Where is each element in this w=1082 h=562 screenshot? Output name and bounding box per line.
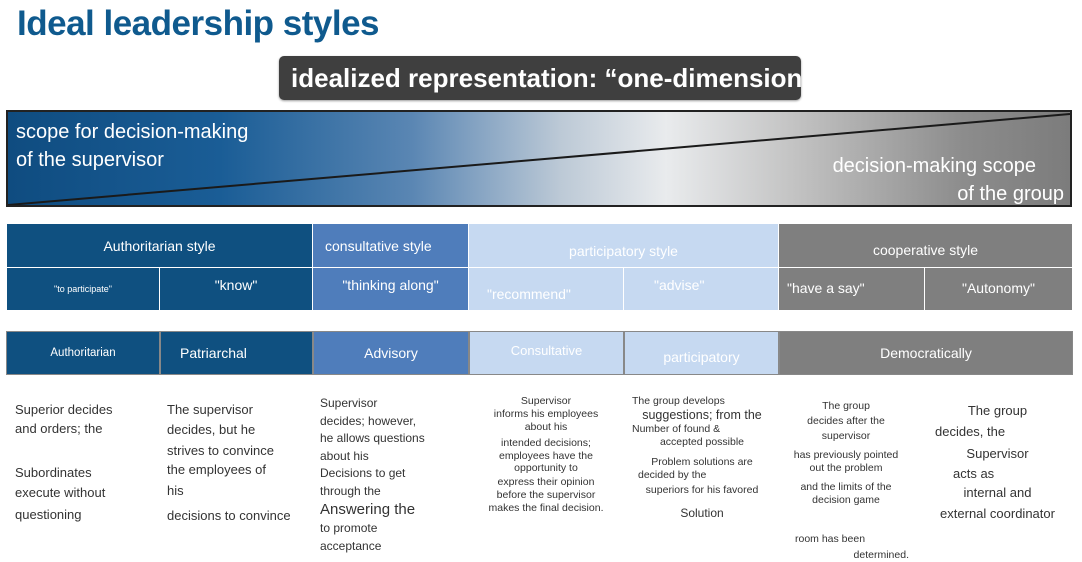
- desc-line: he allows questions: [320, 431, 425, 445]
- quote-have-a-say: "have a say": [779, 268, 924, 310]
- desc-line: has previously pointed: [793, 449, 899, 461]
- desc-line: acceptance: [320, 538, 382, 553]
- desc-line: Solution: [680, 506, 724, 520]
- desc-word: decision.: [562, 502, 604, 514]
- desc-line: employees have the: [499, 450, 593, 462]
- desc-democratic-left: The group decides after the supervisor h…: [783, 400, 909, 562]
- desc-line: superiors for his favored: [645, 484, 759, 496]
- desc-line: supervisor: [821, 430, 871, 442]
- desc-line: decides, the: [935, 424, 1006, 439]
- desc-line: about his: [524, 421, 568, 433]
- desc-participatory: The group develops suggestions; from the…: [632, 395, 772, 520]
- desc-democratic-right: The group decides, the Supervisor acts a…: [935, 401, 1060, 523]
- type-participatory: participatory: [624, 331, 779, 375]
- style-cooperative: cooperative style: [779, 224, 1072, 267]
- desc-line: The supervisor: [167, 402, 253, 417]
- desc-line: Supervisor: [320, 396, 378, 410]
- desc-line: before the supervisor: [496, 489, 596, 501]
- desc-authoritarian: Superior decides and orders; the Subordi…: [15, 400, 113, 524]
- type-consultative: Consultative: [469, 331, 624, 375]
- desc-line: The group develops: [632, 395, 725, 407]
- desc-line: Superior decides: [15, 402, 113, 417]
- desc-line: execute without: [15, 485, 106, 500]
- desc-line: decides, but he: [167, 422, 256, 437]
- scope-divider-line: [8, 113, 1070, 205]
- desc-line: accepted possible: [659, 436, 745, 448]
- type-authoritarian: Authoritarian: [6, 331, 160, 375]
- desc-line: opportunity to: [514, 462, 578, 474]
- group-scope-label: decision-making scope of the group: [832, 152, 1064, 205]
- desc-line: external coordinator: [940, 506, 1055, 521]
- style-consultative: consultative style: [313, 224, 468, 267]
- desc-line: decides after the: [807, 415, 885, 427]
- desc-patriarchal: The supervisor decides, but he strives t…: [167, 400, 291, 525]
- desc-line: express their opinion: [497, 476, 595, 488]
- desc-line: The group: [822, 400, 870, 412]
- desc-line: determined.: [853, 549, 909, 561]
- desc-line: decides; however,: [320, 413, 417, 428]
- desc-line: Subordinates: [15, 465, 92, 480]
- style-participatory: participatory style: [469, 224, 778, 267]
- group-scope-line1: decision-making scope: [832, 155, 1036, 177]
- desc-word: makes the final: [488, 502, 560, 514]
- desc-line: decisions to convince: [167, 508, 291, 523]
- scope-gradient-box: scope for decision-making of the supervi…: [6, 110, 1072, 207]
- desc-line: The group: [967, 403, 1028, 418]
- desc-line: room has been: [795, 533, 866, 545]
- desc-line: strives to convince: [167, 443, 274, 458]
- desc-line: his: [167, 483, 184, 498]
- desc-advisory: Supervisor decides; however, he allows q…: [320, 395, 425, 555]
- desc-line: Supervisor: [966, 446, 1029, 461]
- quote-autonomy: "Autonomy": [925, 268, 1072, 310]
- desc-line: the employees of: [167, 462, 267, 477]
- desc-line: internal and: [963, 485, 1032, 500]
- desc-line: Supervisor: [520, 395, 572, 407]
- style-authoritarian: Authoritarian style: [7, 224, 312, 267]
- desc-line: and the limits of the: [800, 481, 892, 493]
- type-patriarchal: Patriarchal: [160, 331, 313, 375]
- quote-know: "know": [160, 268, 312, 310]
- desc-line: and orders; the: [15, 421, 103, 436]
- desc-word: to: [320, 521, 331, 535]
- desc-word: promote: [333, 521, 378, 535]
- desc-line: acts as: [953, 466, 995, 481]
- desc-line: decision game: [812, 494, 880, 506]
- supervisor-scope-line2: of the supervisor: [16, 149, 164, 171]
- quote-advise: "advise": [624, 268, 778, 310]
- quote-to-participate: "to participate": [7, 268, 159, 310]
- group-scope-line2: of the group: [957, 183, 1064, 205]
- desc-consultative: Supervisor informs his employees about h…: [477, 395, 615, 515]
- supervisor-scope-line1: scope for decision-making: [16, 121, 249, 143]
- quote-recommend: "recommend": [469, 268, 623, 310]
- desc-line: Answering the: [320, 501, 416, 518]
- desc-line: questioning: [15, 507, 82, 522]
- desc-line: through the: [320, 483, 381, 498]
- desc-line: Problem solutions are: [651, 456, 753, 468]
- desc-line: intended decisions;: [501, 437, 591, 449]
- type-advisory: Advisory: [313, 331, 469, 375]
- desc-line: out the problem: [809, 462, 883, 474]
- supervisor-scope-label: scope for decision-making of the supervi…: [16, 118, 248, 174]
- subtitle-text: idealized representation: “one-dimension…: [291, 63, 801, 93]
- desc-line: decided by the: [638, 469, 707, 481]
- desc-line: Number of found &: [632, 423, 721, 435]
- desc-line: suggestions; from the: [642, 408, 762, 422]
- desc-line: about his: [320, 448, 369, 463]
- page-title: Ideal leadership styles: [17, 4, 380, 43]
- subtitle-banner: idealized representation: “one-dimension…: [279, 56, 801, 100]
- desc-line: informs his employees: [493, 408, 599, 420]
- quote-thinking-along: "thinking along": [313, 268, 468, 310]
- desc-line: Decisions to get: [320, 466, 406, 480]
- type-democratically: Democratically: [779, 331, 1073, 375]
